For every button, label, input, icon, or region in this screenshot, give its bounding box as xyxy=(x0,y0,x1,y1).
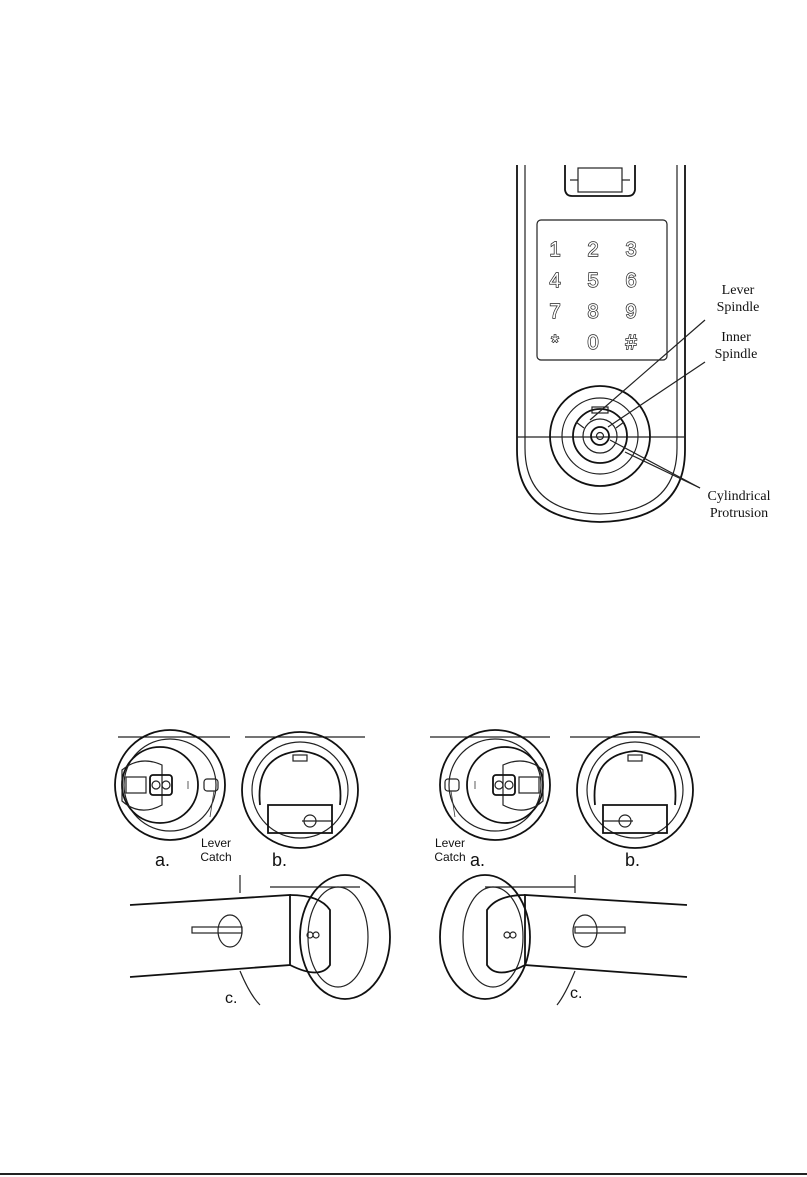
callout-lines xyxy=(580,290,730,500)
callout-line-1: Inner xyxy=(706,329,766,346)
keypad-key: 3 xyxy=(625,239,636,261)
left-lever-catch-label: Lever Catch xyxy=(196,836,236,864)
left-label-a: a. xyxy=(155,850,170,871)
left-view-a xyxy=(115,730,230,840)
right-view-b xyxy=(570,732,700,848)
keypad-key: 5 xyxy=(587,270,598,292)
left-label-b: b. xyxy=(272,850,287,871)
lever-catch-line-1: Lever xyxy=(196,836,236,850)
keypad-key: 7 xyxy=(549,301,560,323)
right-label-c: c. xyxy=(570,985,582,1003)
callout-line-1: Lever xyxy=(708,282,768,299)
left-view-b xyxy=(242,732,365,848)
left-label-c: c. xyxy=(225,990,237,1008)
right-label-b: b. xyxy=(625,850,640,871)
callout-line-2: Spindle xyxy=(706,346,766,363)
callout-cylindrical-protrusion: Cylindrical Protrusion xyxy=(694,488,784,522)
lever-catch-line-1: Lever xyxy=(430,836,470,850)
keypad-key: 6 xyxy=(625,270,636,292)
callout-line-1: Cylindrical xyxy=(694,488,784,505)
callout-line-2: Protrusion xyxy=(694,505,784,522)
callout-lever-spindle: Lever Spindle xyxy=(708,282,768,316)
lever-catch-line-2: Catch xyxy=(430,850,470,864)
right-lever-catch-label: Lever Catch xyxy=(430,836,470,864)
callout-line-2: Spindle xyxy=(708,299,768,316)
keypad-key: * xyxy=(551,332,559,354)
left-view-c xyxy=(130,875,390,1005)
right-label-a: a. xyxy=(470,850,485,871)
keypad-key: 1 xyxy=(549,239,560,261)
right-view-a xyxy=(430,730,550,840)
lever-catch-line-2: Catch xyxy=(196,850,236,864)
keypad-key: 4 xyxy=(549,270,560,292)
right-view-c xyxy=(440,875,687,1005)
callout-inner-spindle: Inner Spindle xyxy=(706,329,766,363)
keypad-key: 2 xyxy=(587,239,598,261)
page-bottom-rule xyxy=(0,1173,807,1175)
